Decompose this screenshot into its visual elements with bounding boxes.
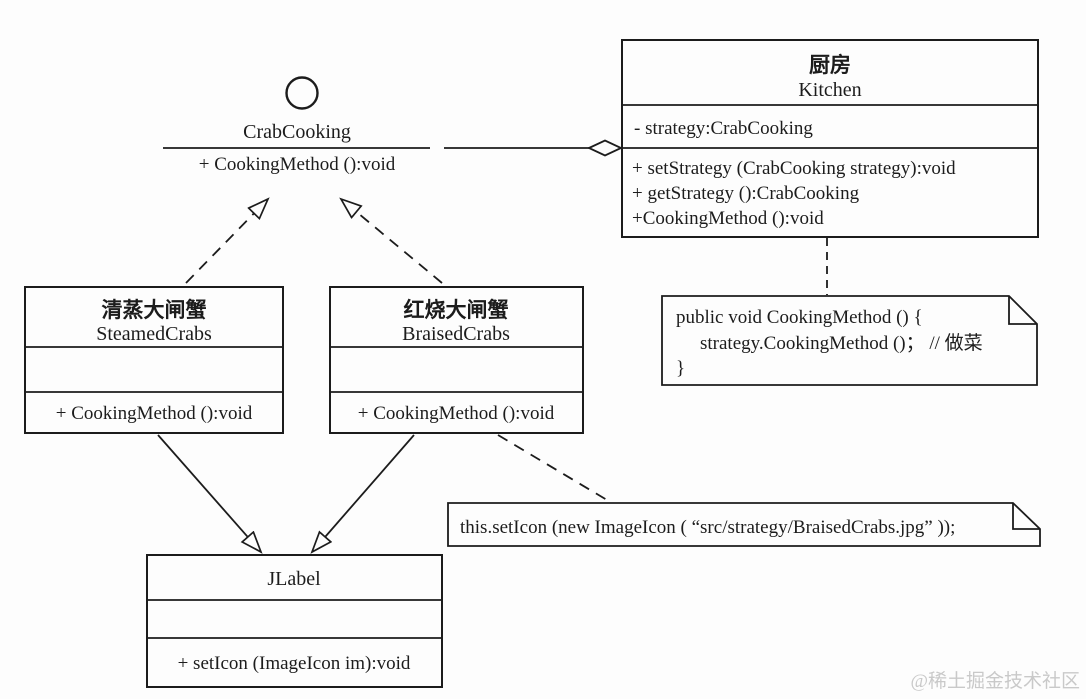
aggregation-connector: [444, 139, 624, 157]
note-kitchen-shape: [661, 295, 1038, 386]
interface-method: + CookingMethod ():void: [199, 154, 396, 175]
braised-note-anchor-line: [497, 434, 613, 504]
kitchen-method-getstrategy: + getStrategy ():CrabCooking: [632, 183, 860, 204]
braisedcrabs-title-en: BraisedCrabs: [402, 323, 510, 345]
braisedcrabs-title-zh: 红烧大闸蟹: [404, 298, 509, 322]
kitchen-method-cookingmethod: +CookingMethod ():void: [632, 208, 824, 229]
class-braisedcrabs: 红烧大闸蟹 BraisedCrabs + CookingMethod ():vo…: [329, 286, 584, 434]
braisedcrabs-box: [329, 286, 584, 434]
note-seticon-text: this.setIcon (new ImageIcon ( “src/strat…: [460, 517, 955, 538]
jlabel-method: + setIcon (ImageIcon im):void: [178, 653, 411, 674]
kitchen-title-zh: 厨房: [809, 53, 851, 77]
generalization-braised-to-jlabel: [312, 434, 415, 552]
kitchen-box: [621, 39, 1039, 238]
class-kitchen: 厨房 Kitchen - strategy:CrabCooking + setS…: [621, 39, 1039, 238]
steamedcrabs-box: [24, 286, 284, 434]
kitchen-attribute: - strategy:CrabCooking: [634, 118, 813, 139]
note-kitchen-line1: public void CookingMethod () {: [676, 307, 923, 328]
note-seticon-shape: [447, 502, 1041, 547]
watermark-text: @稀土掘金技术社区: [911, 670, 1081, 692]
class-jlabel: JLabel + setIcon (ImageIcon im):void: [146, 554, 443, 688]
kitchen-title-en: Kitchen: [798, 79, 861, 101]
interface-lollipop-icon: [285, 76, 319, 110]
interface-crabcooking: CrabCooking + CookingMethod ():void: [163, 76, 430, 175]
interface-name: CrabCooking: [243, 121, 351, 143]
note-kitchen-line2: strategy.CookingMethod ()； // 做菜: [700, 332, 983, 354]
realization-braised-to-interface: [341, 199, 443, 284]
braisedcrabs-method: + CookingMethod ():void: [358, 403, 555, 424]
jlabel-title: JLabel: [267, 568, 321, 590]
jlabel-box: [146, 554, 443, 688]
steamedcrabs-title-zh: 清蒸大闸蟹: [102, 298, 207, 322]
note-kitchen-line3: }: [676, 358, 685, 379]
kitchen-method-setstrategy: + setStrategy (CrabCooking strategy):voi…: [632, 158, 956, 179]
note-kitchen-fold-icon: [1008, 296, 1037, 325]
note-seticon-fold-icon: [1012, 503, 1040, 530]
steamedcrabs-title-en: SteamedCrabs: [96, 323, 212, 345]
aggregation-diamond-icon: [586, 139, 624, 157]
class-steamedcrabs: 清蒸大闸蟹 SteamedCrabs + CookingMethod ():vo…: [24, 286, 284, 434]
steamedcrabs-method: + CookingMethod ():void: [56, 403, 253, 424]
note-kitchen-code: public void CookingMethod () { strategy.…: [661, 295, 1038, 386]
realization-steamed-to-interface: [185, 199, 268, 284]
generalization-steamed-to-jlabel: [157, 434, 261, 552]
note-seticon-code: this.setIcon (new ImageIcon ( “src/strat…: [447, 502, 1041, 547]
